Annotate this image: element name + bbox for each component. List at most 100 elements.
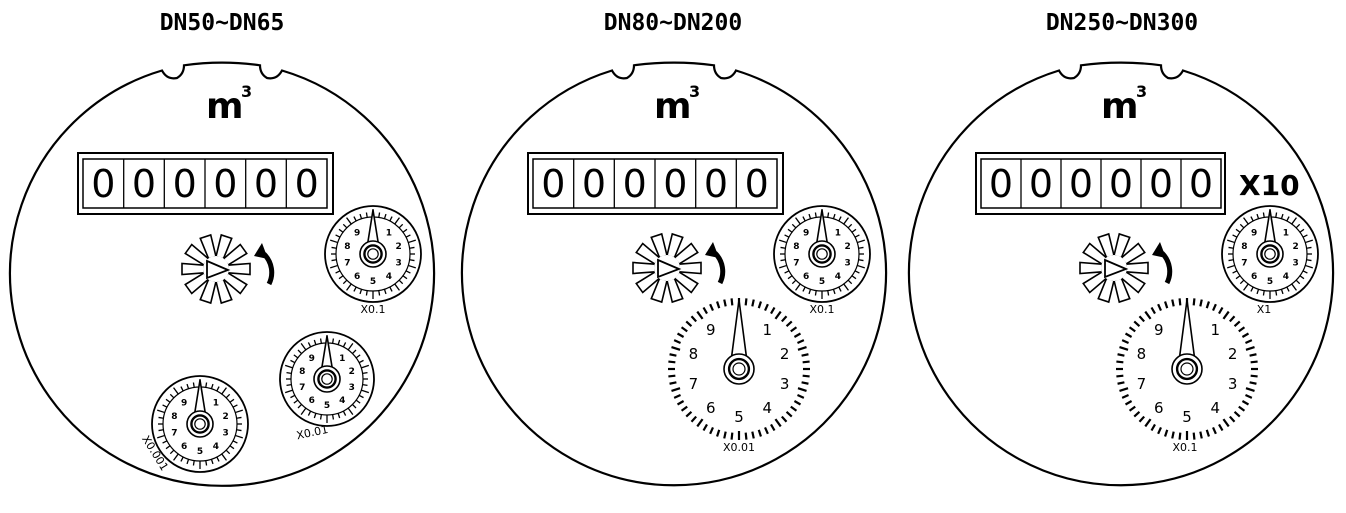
dial-hub-center xyxy=(732,362,746,376)
dial-tick xyxy=(795,217,801,225)
dial-tick xyxy=(158,416,164,419)
unit-label: m 3 xyxy=(654,82,700,127)
dial-number: 7 xyxy=(299,383,305,393)
dial-number: 6 xyxy=(181,442,187,452)
dial-tick xyxy=(210,383,214,390)
arrow-head xyxy=(1152,242,1166,258)
dial-tick xyxy=(784,270,790,274)
dial-tick xyxy=(1245,339,1253,344)
counter-digit: 0 xyxy=(989,162,1013,206)
dial-number: 5 xyxy=(734,408,744,426)
dial-tick xyxy=(673,339,681,344)
dial-tick xyxy=(286,371,292,375)
dial-tick xyxy=(180,456,184,462)
star-wheel-vane xyxy=(632,261,656,275)
dial-tick xyxy=(858,259,864,262)
dial-tick xyxy=(407,239,416,244)
dial-tick xyxy=(1212,427,1217,435)
dial-tick xyxy=(802,286,806,292)
dial-tick xyxy=(290,394,296,399)
dial-tick xyxy=(1249,381,1257,385)
dial-tick xyxy=(409,246,415,249)
dial-tick xyxy=(690,415,697,423)
dial-tick xyxy=(1275,290,1278,296)
dial-tick xyxy=(793,332,802,338)
multiplier-label: X10 xyxy=(1239,169,1300,202)
dial-tick xyxy=(1205,301,1210,309)
dial-tick xyxy=(851,228,857,233)
dial-tick xyxy=(1178,432,1182,440)
dial-number: 2 xyxy=(845,242,851,252)
dial-tick xyxy=(814,212,817,218)
dial-tick xyxy=(293,399,299,404)
dial-tick xyxy=(856,239,865,244)
dial-tick xyxy=(780,259,786,262)
dial-tick xyxy=(696,310,704,320)
dial-tick xyxy=(1150,306,1156,315)
dial-tick xyxy=(1256,213,1260,220)
dial-tick xyxy=(232,404,238,408)
dial-tick xyxy=(1233,411,1241,418)
dial-tick xyxy=(793,400,802,406)
dial-tick xyxy=(1250,286,1254,292)
dial-tick xyxy=(1227,239,1236,244)
dial-number: 4 xyxy=(835,272,841,282)
dial-tick xyxy=(192,382,195,388)
dial-tick xyxy=(1116,374,1124,378)
meter-title: DN250~DN300 xyxy=(1046,10,1198,36)
dial-number: 7 xyxy=(1241,259,1247,269)
dial-tick xyxy=(790,405,798,412)
dial-number: 5 xyxy=(324,401,330,411)
dial-tick xyxy=(378,212,381,218)
dial-number: 7 xyxy=(1137,375,1147,393)
dial-tick xyxy=(192,460,195,466)
counter-digit: 0 xyxy=(295,162,319,206)
dial-tick xyxy=(205,460,208,466)
dial-tick xyxy=(685,320,693,327)
dial-number: 9 xyxy=(309,354,315,364)
dial-tick xyxy=(856,264,865,269)
dial-number: 5 xyxy=(1267,277,1273,287)
dial-tick xyxy=(394,217,400,225)
dial-tick xyxy=(229,398,235,403)
dial-number: 6 xyxy=(706,399,716,417)
dial-tick xyxy=(671,387,681,392)
dial-tick xyxy=(342,279,348,285)
dial-number: 3 xyxy=(1228,375,1238,393)
dial-tick xyxy=(1192,432,1196,440)
dial-tick xyxy=(1117,353,1125,357)
dial-tick xyxy=(338,275,344,280)
dial-tick xyxy=(1144,310,1152,320)
dial-tick xyxy=(858,246,864,249)
counter-digit: 0 xyxy=(213,162,237,206)
counter-frame xyxy=(77,152,334,215)
dial-tick xyxy=(1212,303,1217,311)
dial-tick xyxy=(730,432,734,440)
dial-number: 1 xyxy=(1210,321,1220,339)
star-wheel-vane xyxy=(1079,261,1103,275)
flow-triangle xyxy=(206,259,231,280)
dial-tick xyxy=(709,303,714,311)
dial-number: 3 xyxy=(396,259,402,269)
unit-superscript: 3 xyxy=(241,82,252,101)
dial-tick xyxy=(1299,275,1305,280)
dial-tick xyxy=(784,234,790,238)
curved-arrow-icon xyxy=(1152,242,1173,285)
dial-number: 4 xyxy=(1210,399,1220,417)
dial-multiplier-label: X0.1 xyxy=(360,303,385,316)
dial-number: 2 xyxy=(223,412,229,422)
dial-number: 7 xyxy=(689,375,699,393)
dial-number: 4 xyxy=(339,396,345,406)
dial-tick xyxy=(757,429,762,437)
arrow-head xyxy=(705,242,719,258)
dial-number: 6 xyxy=(1154,399,1164,417)
dial-tick xyxy=(359,288,363,295)
dial-tick xyxy=(1199,431,1203,439)
dial-number: 2 xyxy=(349,367,355,377)
dial-tick xyxy=(358,359,364,364)
dial-number: 2 xyxy=(780,345,790,363)
dial-number: 3 xyxy=(845,259,851,269)
dial-tick xyxy=(216,456,220,462)
dial-tick xyxy=(284,364,293,369)
